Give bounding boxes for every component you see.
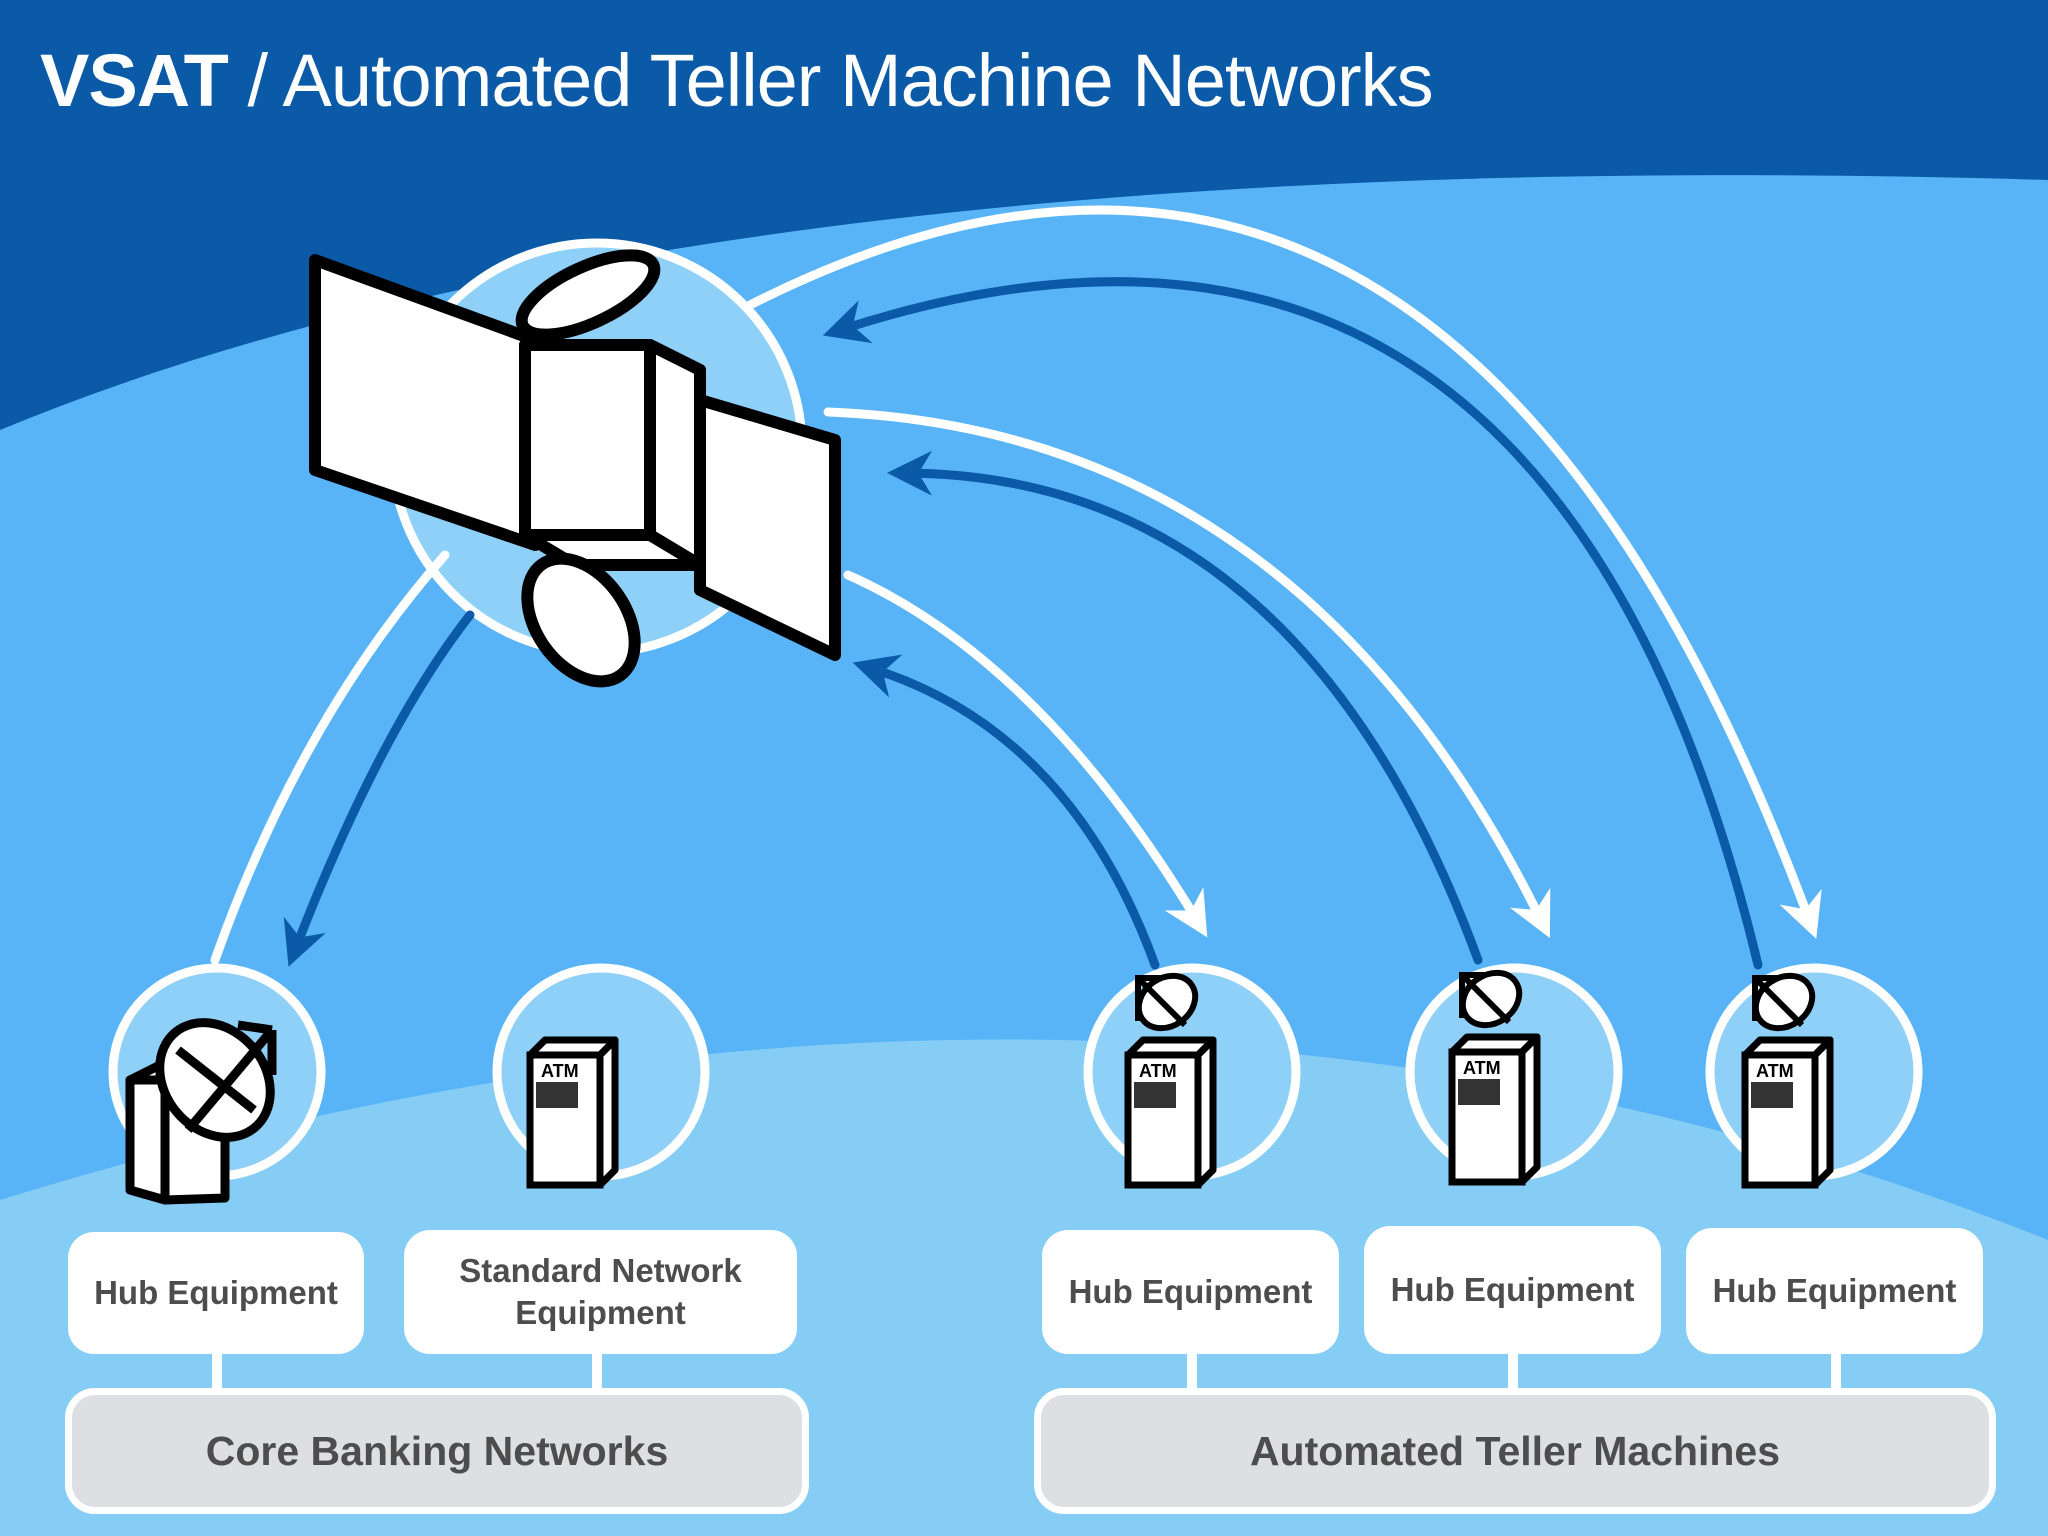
atm1-uplink-arrow <box>852 654 1160 970</box>
hub3-label-box: Hub Equipment <box>1364 1226 1661 1354</box>
hub3-label: Hub Equipment <box>1390 1271 1635 1308</box>
standard-label: Standard Network Equipment <box>459 1252 742 1331</box>
atm-dish-icon <box>1752 972 1816 1032</box>
atm-1-icon: ATM <box>1124 972 1217 1189</box>
hub-dish-icon <box>125 1018 277 1205</box>
atm-dish-icon <box>1459 969 1523 1029</box>
connector-hub1 <box>212 1350 222 1395</box>
title-separator: / <box>247 39 268 122</box>
atm-label: ATM <box>1756 1061 1794 1081</box>
atm-dish-icon <box>1135 972 1199 1032</box>
atm-group: Automated Teller Machines <box>1034 1388 1996 1514</box>
atm-3-icon: ATM <box>1741 972 1834 1189</box>
atm-label: ATM <box>541 1061 579 1081</box>
title-bold: VSAT <box>40 39 229 122</box>
hub1-label: Hub Equipment <box>94 1274 338 1311</box>
atm-group-label: Automated Teller Machines <box>1249 1427 1781 1474</box>
atm2-downlink-arrow <box>823 407 1551 939</box>
hub1-label-box: Hub Equipment <box>68 1232 364 1354</box>
atm-label: ATM <box>1463 1058 1501 1078</box>
core-banking-group: Core Banking Networks <box>65 1388 809 1514</box>
atm-label: ATM <box>1139 1061 1177 1081</box>
hub4-label-box: Hub Equipment <box>1686 1228 1983 1354</box>
satellite-icon <box>309 249 841 688</box>
hub2-label-box: Hub Equipment <box>1042 1230 1339 1354</box>
atm-icon: ATM <box>526 1036 619 1189</box>
title-rest: Automated Teller Machine Networks <box>282 39 1433 122</box>
hub2-label: Hub Equipment <box>1068 1273 1313 1310</box>
hub4-label: Hub Equipment <box>1712 1272 1957 1309</box>
connector-hub4 <box>1831 1350 1841 1395</box>
connector-hub2 <box>1187 1350 1197 1395</box>
atm1-downlink-arrow <box>843 570 1208 938</box>
hub1-downlink-arrow <box>283 610 475 967</box>
connector-hub3 <box>1508 1350 1518 1395</box>
hub1-uplink-arrow <box>210 550 450 965</box>
core-banking-label: Core Banking Networks <box>205 1427 669 1474</box>
standard-label-box: Standard Network Equipment <box>404 1230 797 1354</box>
atm3-uplink-arrow <box>822 277 1763 970</box>
atm3-downlink-arrow <box>745 205 1822 939</box>
page-title: VSAT / Automated Teller Machine Networks <box>40 38 1434 123</box>
connector-standard <box>592 1350 602 1395</box>
atm2-uplink-arrow <box>887 450 1483 965</box>
atm-2-icon: ATM <box>1448 969 1541 1186</box>
